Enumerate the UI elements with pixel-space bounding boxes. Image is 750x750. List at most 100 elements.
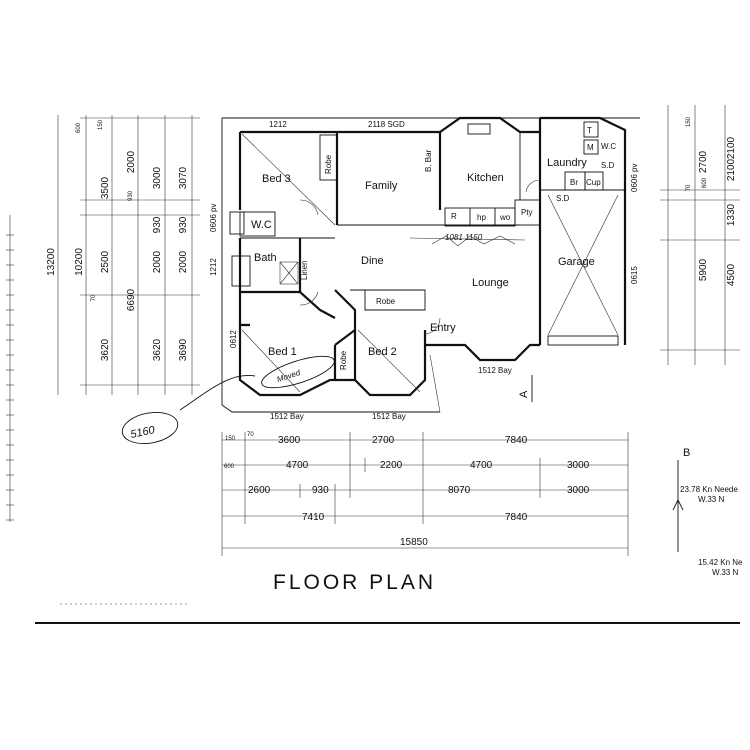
fixture-m: M — [587, 143, 594, 152]
dim-left-c1-0: 3500 — [100, 176, 111, 199]
house-walls — [221, 116, 640, 413]
room-family: Family — [365, 180, 398, 192]
room-linen: Linen — [300, 260, 309, 280]
dim-row2-1: 2200 — [380, 460, 403, 471]
fixture-t: T — [587, 126, 592, 135]
wind-value-2: 15.42 Kn Ne — [698, 558, 743, 567]
dim-left-c1-2: 2500 — [100, 250, 111, 273]
dim-left-c2-0: 2000 — [126, 150, 137, 173]
dim-row1-1: 2700 — [372, 435, 395, 446]
dim-row2-0: 4700 — [286, 460, 309, 471]
handwritten-circle-bed — [261, 355, 335, 389]
fixture-r: R — [451, 212, 457, 221]
fixture-pty: Pty — [521, 208, 533, 217]
dim-right-c1-0: 2700 — [698, 150, 709, 173]
dim-left-c3-2: 2000 — [178, 250, 189, 273]
label-bay-entry: 1512 Bay — [478, 366, 512, 375]
label-pv-left: 0606 pv — [209, 204, 218, 232]
label-1212-left: 1212 — [209, 258, 218, 276]
dim-overall-15850: 15850 — [400, 537, 428, 548]
fixture-br: Br — [570, 178, 578, 187]
dim-right-c1-1: 600 — [702, 177, 708, 188]
tick-70-right: 70 — [686, 184, 692, 191]
room-wc: W.C — [251, 219, 272, 231]
room-garage: Garage — [558, 256, 595, 268]
label-1212-top: 1212 — [269, 120, 287, 129]
room-wc-laundry: W.C — [601, 142, 616, 151]
tick-600-bottom: 600 — [224, 464, 235, 470]
dim-left-c2-2: 930 — [152, 216, 163, 233]
room-bed1: Bed 1 — [268, 346, 297, 358]
bottom-dimension-strings: 3600 2700 7840 4700 2200 4700 3000 2600 … — [221, 432, 629, 556]
dim-inner-10200: 10200 — [74, 248, 85, 276]
room-dine: Dine — [361, 255, 384, 267]
tick-70-left: 70 — [91, 294, 97, 301]
room-bed2: Bed 2 — [368, 346, 397, 358]
left-dimension-strings: 13200 10200 3500 930 2500 6690 3620 2000… — [6, 115, 200, 522]
room-robe-bed: Robe — [339, 350, 348, 370]
room-kitchen: Kitchen — [467, 172, 504, 184]
label-bay-mid: 1512 Bay — [372, 412, 406, 421]
dim-right-c2-1: 2100 — [726, 158, 737, 181]
dim-right-c2-2: 1330 — [726, 203, 737, 226]
wind-value-2b: W.33 N — [712, 568, 738, 577]
label-0612: 0612 — [229, 330, 238, 348]
dim-row1-0: 3600 — [278, 435, 301, 446]
fixture-sd1: S.D — [601, 161, 615, 170]
room-bath: Bath — [254, 252, 277, 264]
label-2118-sgd: 2118 SGD — [368, 120, 405, 129]
dim-right-c2-0: 2100 — [726, 136, 737, 159]
right-dimension-strings: 2700 600 5900 2100 2100 1330 4500 150 70 — [660, 105, 740, 365]
dim-left-c1-4: 3620 — [100, 338, 111, 361]
wind-value-1: 23.78 Kn Neede — [680, 485, 738, 494]
room-bbar: B. Bar — [424, 149, 433, 172]
tick-70-bottom: 70 — [247, 432, 254, 438]
dim-right-c1-2: 5900 — [698, 258, 709, 281]
dim-left-c1-1: 930 — [128, 190, 134, 201]
dim-row1-2: 7840 — [505, 435, 528, 446]
dim-left-c3-1: 930 — [178, 216, 189, 233]
tick-600-left: 600 — [76, 122, 82, 133]
dim-left-c2-4: 3620 — [152, 338, 163, 361]
label-bay-left: 1512 Bay — [270, 412, 304, 421]
room-lounge: Lounge — [472, 277, 509, 289]
dim-row2-2: 4700 — [470, 460, 493, 471]
dim-row3-3: 3000 — [567, 485, 590, 496]
fixture-wo: wo — [499, 213, 511, 222]
room-bed3: Bed 3 — [262, 173, 291, 185]
tick-150-left: 150 — [98, 119, 104, 130]
handwritten-5160: 5160 — [129, 424, 156, 441]
room-robe-dine: Robe — [376, 297, 396, 306]
wind-info: B 23.78 Kn Neede W.33 N 15.42 Kn Ne W.33… — [672, 447, 743, 577]
section-arrow-a: A — [518, 390, 530, 398]
dim-row3-2: 8070 — [448, 485, 471, 496]
dim-overall-13200: 13200 — [46, 248, 57, 276]
tick-150-right: 150 — [686, 116, 692, 127]
dim-row3-1: 930 — [312, 485, 329, 496]
dim-left-c3-0: 3070 — [178, 166, 189, 189]
dim-row2-3: 3000 — [567, 460, 590, 471]
wind-value-1b: W.33 N — [698, 495, 724, 504]
handwritten-marks: Moved 5160 1081 1150 — [121, 233, 516, 445]
handwritten-kitchen-note: 1081 1150 — [445, 233, 483, 242]
dim-left-c1-3: 6690 — [126, 288, 137, 311]
dim-left-c3-3: 3690 — [178, 338, 189, 361]
fixture-hp: hp — [477, 213, 486, 222]
tick-150-bottom: 150 — [225, 436, 236, 442]
dim-left-c2-3: 2000 — [152, 250, 163, 273]
dim-row3-0: 2600 — [248, 485, 271, 496]
dim-left-c2-1: 3000 — [152, 166, 163, 189]
room-entry: Entry — [430, 322, 456, 334]
plan-annotations: 2118 SGD 1212 1212 0606 pv 0606 pv 0612 … — [209, 120, 639, 421]
handwritten-circle-5160 — [121, 411, 179, 445]
plan-title: FLOOR PLAN — [273, 571, 436, 594]
dim-right-c2-3: 4500 — [726, 263, 737, 286]
label-0615: 0615 — [630, 266, 639, 284]
room-robe-bed3: Robe — [324, 154, 333, 174]
room-labels: Bed 3 Family Kitchen B. Bar Laundry W.C … — [251, 126, 616, 370]
wind-label-b: B — [683, 447, 690, 459]
label-pv-right: 0606 pv — [630, 164, 639, 192]
fixture-sd2: S.D — [556, 194, 570, 203]
fixture-cup: Cup — [586, 178, 601, 187]
